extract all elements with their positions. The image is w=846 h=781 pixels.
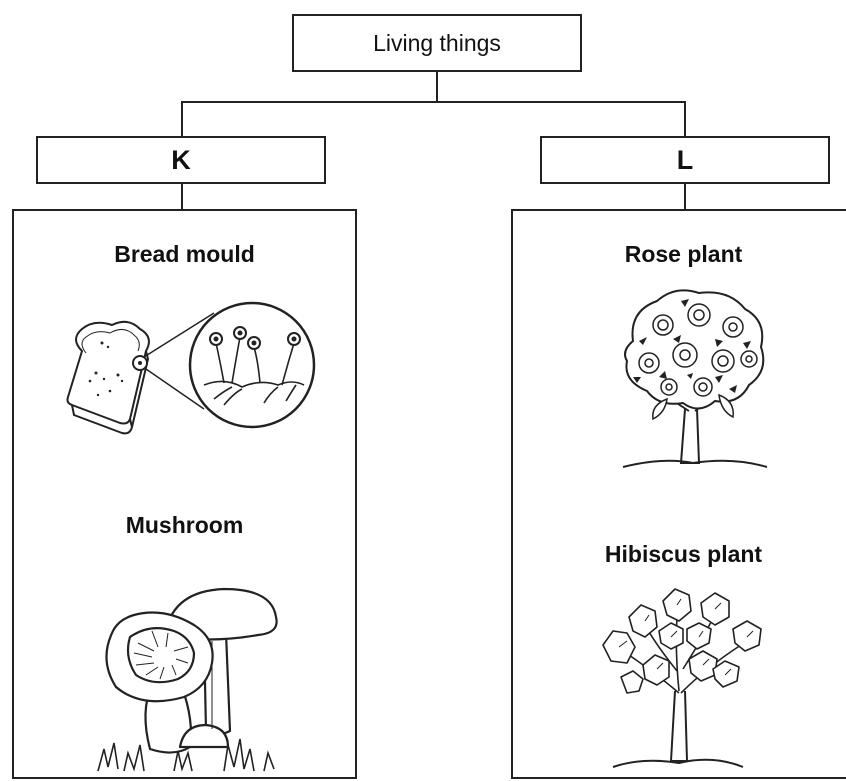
category-k-box: K — [36, 136, 326, 184]
rose-plant-icon — [603, 281, 783, 481]
hibiscus-plant-icon — [583, 581, 783, 781]
category-l-box: L — [540, 136, 830, 184]
item-title-mushroom: Mushroom — [14, 512, 355, 539]
item-title-rose-plant: Rose plant — [513, 241, 846, 268]
item-title-hibiscus-plant: Hibiscus plant — [513, 541, 846, 568]
item-title-bread-mould: Bread mould — [14, 241, 355, 268]
bread-mould-icon — [64, 281, 324, 451]
connector-root-stem — [436, 72, 438, 102]
panel-l: Rose plant Hibiscus plant — [511, 209, 846, 779]
connector-k-stem — [181, 101, 183, 137]
connector-horizontal — [181, 101, 686, 103]
panel-k: Bread mould Mushroom — [12, 209, 357, 779]
connector-k-panel — [181, 184, 183, 210]
category-k-label: K — [38, 138, 324, 182]
connector-l-stem — [684, 101, 686, 137]
connector-l-panel — [684, 184, 686, 210]
root-label: Living things — [294, 16, 580, 70]
mushroom-icon — [94, 581, 294, 781]
root-box: Living things — [292, 14, 582, 72]
category-l-label: L — [542, 138, 828, 182]
